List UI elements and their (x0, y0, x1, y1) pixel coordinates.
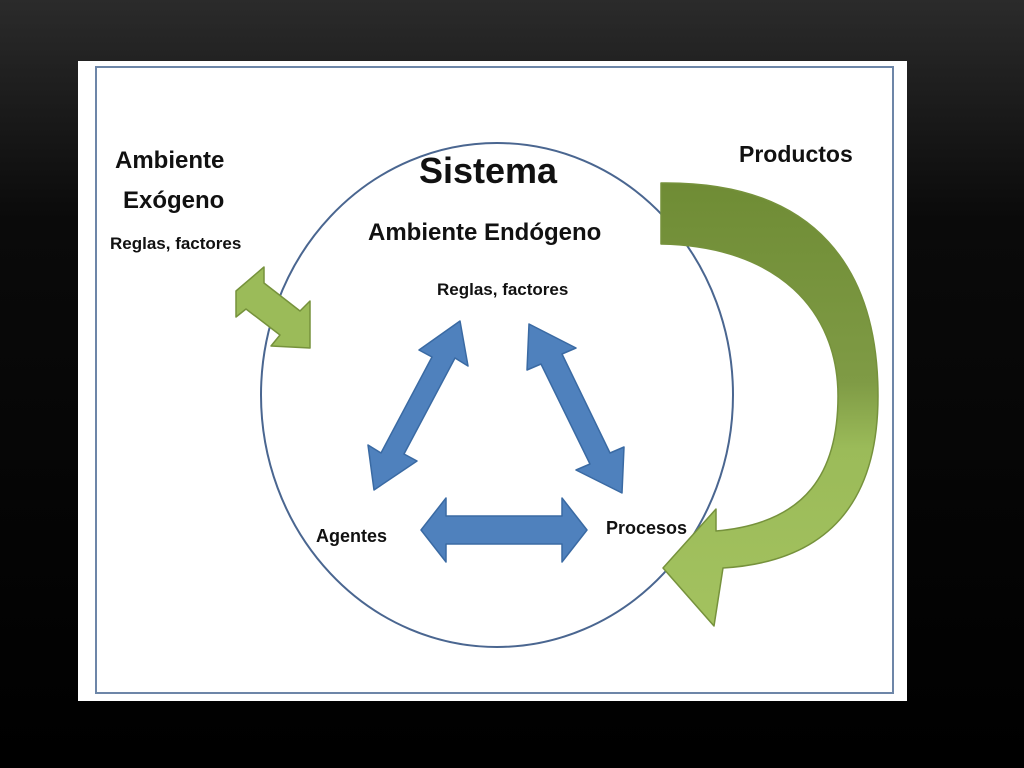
products-curved-arrow (660, 182, 879, 627)
rules-agents-arrow (367, 320, 469, 491)
exogenous-title-line2: Exógeno (123, 187, 225, 214)
diagram-canvas (235, 142, 879, 648)
agents-label: Agentes (316, 526, 388, 546)
exogenous-double-arrow (235, 266, 311, 349)
processes-label: Procesos (606, 518, 688, 538)
system-rules-label: Reglas, factores (437, 280, 569, 299)
slide-frame (95, 66, 894, 694)
agents-processes-arrow (420, 497, 588, 563)
products-label: Productos (739, 141, 853, 167)
exogenous-title-line1: Ambiente (115, 147, 225, 174)
exogenous-subtitle: Reglas, factores (110, 234, 242, 253)
system-title: Sistema (419, 150, 558, 191)
system-ellipse (260, 142, 734, 648)
system-subtitle: Ambiente Endógeno (368, 219, 602, 246)
rules-processes-arrow (526, 323, 625, 494)
slide: Ambiente Exógeno Reglas, factores Sistem… (78, 61, 907, 701)
